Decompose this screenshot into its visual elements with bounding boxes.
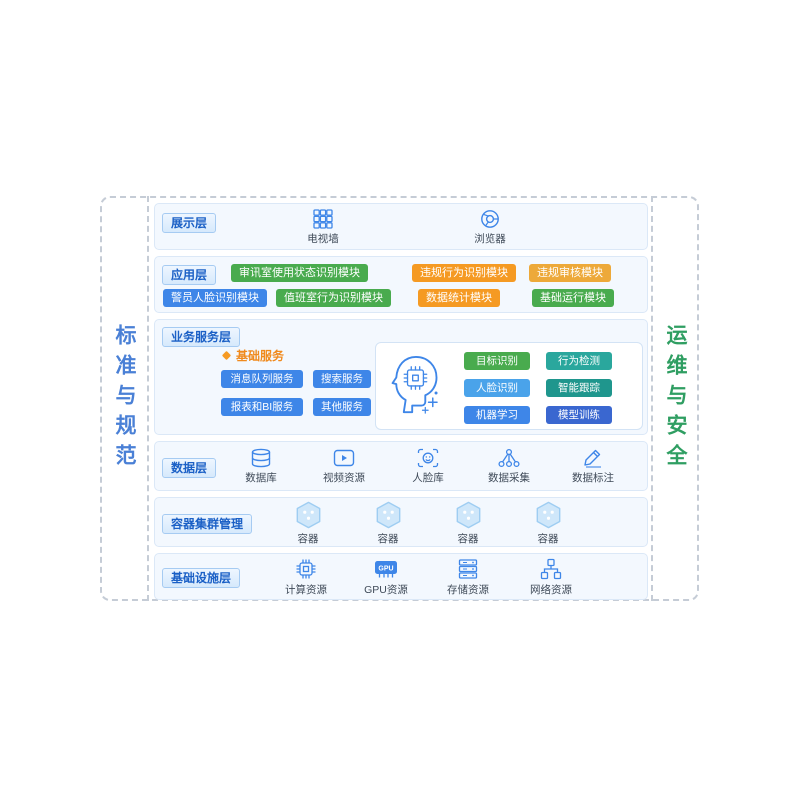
left-side-strip: 标准与规范	[100, 196, 148, 601]
service-chip: 其他服务	[313, 398, 371, 416]
container-item: 容器	[436, 501, 500, 546]
storage-resource-label: 存储资源	[447, 584, 489, 596]
standards-label: 标准与规范	[113, 323, 136, 474]
basic-services-row2: 报表和BI服务 其他服务	[221, 398, 371, 416]
compute-resource-item: 计算资源	[272, 558, 340, 597]
gpu-resource-label: GPU资源	[364, 584, 408, 596]
left-strip-divider	[147, 196, 149, 601]
right-strip-divider	[651, 196, 653, 601]
ai-chip: 机器学习	[464, 406, 530, 424]
ai-capabilities-box: 目标识别 行为检测 人脸识别 智能跟踪 机器学习 模型训练	[375, 342, 643, 430]
module-chip: 数据统计模块	[418, 289, 500, 307]
video-resource-item: 视频资源	[312, 448, 376, 485]
application-modules-row1: 审讯室使用状态识别模块 违规行为识别模块 违规审核模块	[231, 264, 611, 282]
gpu-resource-item: GPU GPU资源	[352, 558, 420, 597]
service-chip: 报表和BI服务	[221, 398, 303, 416]
application-layer-badge: 应用层	[162, 265, 217, 285]
container-hexagon-icon	[456, 501, 480, 529]
outer-dashed-frame	[100, 196, 699, 601]
application-layer: 应用层 审讯室使用状态识别模块 违规行为识别模块 违规审核模块 警员人脸识别模块…	[154, 256, 648, 313]
ai-chip: 行为检测	[546, 352, 612, 370]
module-chip: 违规审核模块	[529, 264, 611, 282]
module-chip: 警员人脸识别模块	[163, 289, 267, 307]
container-item: 容器	[516, 501, 580, 546]
module-chip: 违规行为识别模块	[412, 264, 516, 282]
gpu-icon-text: GPU	[378, 565, 393, 572]
cpu-icon	[296, 559, 316, 579]
container-label: 容器	[297, 533, 319, 545]
ai-chip: 目标识别	[464, 352, 530, 370]
ai-chips-row2: 人脸识别 智能跟踪	[464, 379, 612, 397]
container-item: 容器	[356, 501, 420, 546]
ai-chips-row3: 机器学习 模型训练	[464, 406, 612, 424]
face-library-icon	[417, 448, 439, 468]
container-hexagon-icon	[536, 501, 560, 529]
container-label: 容器	[537, 533, 559, 545]
business-service-layer: 业务服务层 基础服务 消息队列服务 搜索服务 报表和BI服务 其他服务	[154, 319, 648, 435]
video-resource-icon	[333, 449, 355, 467]
ai-chips-row1: 目标识别 行为检测	[464, 352, 612, 370]
basic-services-icon	[222, 351, 231, 360]
operations-security-label: 运维与安全	[664, 323, 687, 474]
infrastructure-layer-badge: 基础设施层	[162, 568, 241, 588]
presentation-layer: 展示层 电视墙 浏览器	[154, 203, 648, 250]
ai-head-chip-icon	[391, 356, 438, 414]
browser-label: 浏览器	[474, 233, 506, 245]
storage-resource-item: 存储资源	[434, 558, 502, 597]
data-collection-label: 数据采集	[488, 472, 530, 484]
data-collection-icon	[498, 448, 520, 468]
basic-services-label: 基础服务	[236, 349, 285, 363]
tv-wall-icon	[313, 209, 333, 229]
tv-wall-label: 电视墙	[307, 233, 339, 245]
data-layer-badge: 数据层	[162, 458, 217, 478]
module-chip: 基础运行模块	[532, 289, 614, 307]
database-label: 数据库	[245, 472, 277, 484]
module-chip: 值班室行为识别模块	[276, 289, 391, 307]
container-cluster-badge: 容器集群管理	[162, 514, 253, 534]
database-item: 数据库	[229, 448, 293, 485]
infrastructure-layer: 基础设施层 计算资源 GPU GPU资源	[154, 553, 648, 600]
container-label: 容器	[457, 533, 479, 545]
container-hexagon-icon	[296, 501, 320, 529]
tv-wall-item: 电视墙	[291, 209, 355, 246]
data-layer: 数据层 数据库 视频资源	[154, 441, 648, 491]
ai-chip: 模型训练	[546, 406, 612, 424]
network-resource-label: 网络资源	[530, 584, 572, 596]
container-cluster-layer: 容器集群管理 容器 容器 容器	[154, 497, 648, 547]
browser-icon	[481, 210, 499, 228]
ai-chip: 人脸识别	[464, 379, 530, 397]
data-collection-item: 数据采集	[477, 448, 541, 485]
service-chip: 消息队列服务	[221, 370, 303, 388]
business-service-layer-badge: 业务服务层	[162, 327, 241, 347]
storage-icon	[458, 559, 478, 579]
database-icon	[251, 448, 271, 468]
container-hexagon-icon	[376, 501, 400, 529]
module-chip: 审讯室使用状态识别模块	[231, 264, 368, 282]
data-annotation-icon	[584, 449, 601, 468]
data-annotation-label: 数据标注	[572, 472, 614, 484]
ai-chip: 智能跟踪	[546, 379, 612, 397]
gpu-icon: GPU	[375, 561, 397, 578]
container-item: 容器	[276, 501, 340, 546]
face-library-item: 人脸库	[396, 448, 460, 485]
service-chip: 搜索服务	[313, 370, 371, 388]
basic-services-row1: 消息队列服务 搜索服务	[221, 370, 371, 388]
data-annotation-item: 数据标注	[561, 448, 625, 485]
presentation-layer-badge: 展示层	[162, 213, 217, 233]
basic-services-title: 基础服务	[221, 347, 284, 364]
compute-resource-label: 计算资源	[285, 584, 327, 596]
container-label: 容器	[377, 533, 399, 545]
application-modules-row2: 警员人脸识别模块 值班室行为识别模块 数据统计模块 基础运行模块	[163, 289, 614, 307]
video-resource-label: 视频资源	[323, 472, 365, 484]
browser-item: 浏览器	[458, 209, 522, 246]
right-side-strip: 运维与安全	[651, 196, 699, 601]
network-resource-item: 网络资源	[517, 558, 585, 597]
network-icon	[540, 558, 562, 580]
face-library-label: 人脸库	[412, 472, 444, 484]
